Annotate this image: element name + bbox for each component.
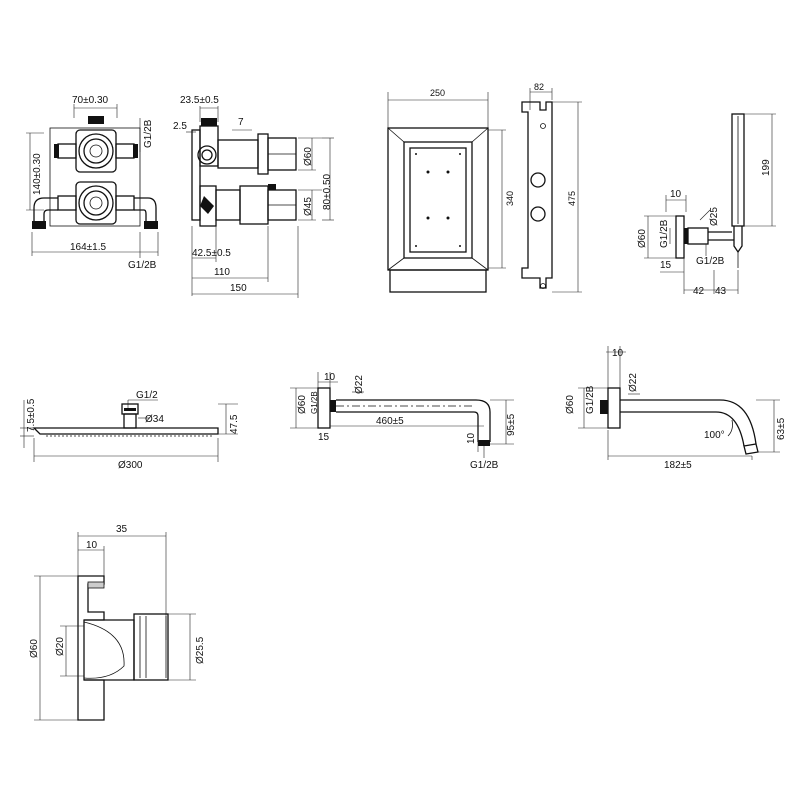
- shower-arm-thread-bottom: G1/2B: [470, 460, 499, 471]
- valve-side-dia-60: Ø60: [303, 147, 314, 166]
- valve-front-dim-left: 140±0.30: [32, 153, 43, 195]
- shower-arm-dim-460: 460±5: [376, 416, 404, 427]
- connector-view: 35 10 Ø60 Ø20 Ø25.5: [29, 524, 206, 721]
- hand-shower-dim-43: 43: [715, 286, 727, 297]
- spout-dim-10: 10: [612, 348, 624, 359]
- connector-dia-20: Ø20: [55, 637, 66, 656]
- spout-thread: G1/2B: [585, 385, 596, 414]
- connector-dim-35: 35: [116, 524, 128, 535]
- shower-head-dim-7-5: 7.5±0.5: [26, 398, 37, 432]
- hand-shower-thread-a: G1/2B: [659, 219, 670, 248]
- valve-front-thread-right: G1/2B: [143, 119, 154, 148]
- shower-head-thread: G1/2: [136, 390, 158, 401]
- valve-side-dim-110: 110: [214, 267, 230, 278]
- hand-shower-dim-10: 10: [670, 189, 682, 200]
- valve-side-dim-2-5: 2.5: [173, 121, 187, 132]
- valve-front-dim-top: 70±0.30: [72, 95, 109, 106]
- box-side-width: 82: [534, 82, 544, 92]
- shower-head-dim-47-5: 47.5: [229, 414, 240, 434]
- shower-arm-thread: G1/2B: [310, 391, 319, 414]
- valve-side-dim-80: 80±0.50: [322, 173, 333, 210]
- valve-side-dim-7: 7: [238, 117, 244, 128]
- hand-shower-dia-60: Ø60: [637, 229, 648, 248]
- box-front-view: 250 340: [387, 88, 515, 293]
- connector-dia-60: Ø60: [29, 639, 40, 658]
- box-side-height: 475: [567, 191, 577, 206]
- box-front-width: 250: [430, 88, 445, 98]
- shower-arm-dia-22: Ø22: [354, 375, 365, 394]
- spout-dia-22: Ø22: [628, 373, 639, 392]
- spout-angle: 100°: [704, 430, 725, 441]
- shower-arm-view: 10 Ø22 Ø60 G1/2B 460±5 15 95±5 10 G1/2B: [290, 372, 517, 471]
- hand-shower-length: 199: [761, 159, 772, 176]
- box-front-height: 340: [505, 191, 515, 206]
- hand-shower-dim-42: 42: [693, 286, 705, 297]
- valve-side-dim-top: 23.5±0.5: [180, 95, 219, 106]
- shower-arm-dim-10b: 10: [466, 432, 477, 444]
- valve-side-dim-42-5: 42.5±0.5: [192, 248, 231, 259]
- spout-dim-182: 182±5: [664, 460, 692, 471]
- spout-view: 10 Ø60 G1/2B Ø22 100° 63±5 182±5: [565, 346, 787, 471]
- hand-shower-view: 199 10 Ø25 Ø60 G1/2B G1/2B 15 42 43: [637, 113, 776, 297]
- connector-dim-10: 10: [86, 540, 98, 551]
- shower-head-dia-300: Ø300: [118, 460, 143, 471]
- hand-shower-dia-25: Ø25: [709, 207, 720, 226]
- shower-arm-dim-15: 15: [318, 432, 330, 443]
- valve-side-dia-45: Ø45: [303, 197, 314, 216]
- hand-shower-dim-15: 15: [660, 260, 672, 271]
- spout-dim-63: 63±5: [776, 417, 787, 440]
- valve-side-dim-150: 150: [230, 283, 247, 294]
- shower-arm-dia-60: Ø60: [297, 395, 308, 414]
- box-side-view: 82 475: [521, 82, 582, 293]
- shower-head-view: G1/2 Ø34 7.5±0.5 47.5 Ø300: [20, 390, 240, 471]
- valve-side-view: 23.5±0.5 2.5 7 Ø60: [173, 95, 334, 298]
- shower-head-dia-34: Ø34: [145, 414, 164, 425]
- spout-dia-60: Ø60: [565, 395, 576, 414]
- valve-front-dim-bottom: 164±1.5: [70, 242, 107, 253]
- shower-arm-dim-95: 95±5: [506, 413, 517, 436]
- hand-shower-thread-b: G1/2B: [696, 256, 725, 267]
- shower-arm-dim-10: 10: [324, 372, 336, 383]
- valve-front-thread-bottom: G1/2B: [128, 260, 157, 271]
- connector-dia-25-5: Ø25.5: [195, 636, 206, 664]
- valve-front-view: 70±0.30 140±0.30 G1/2B: [26, 95, 159, 271]
